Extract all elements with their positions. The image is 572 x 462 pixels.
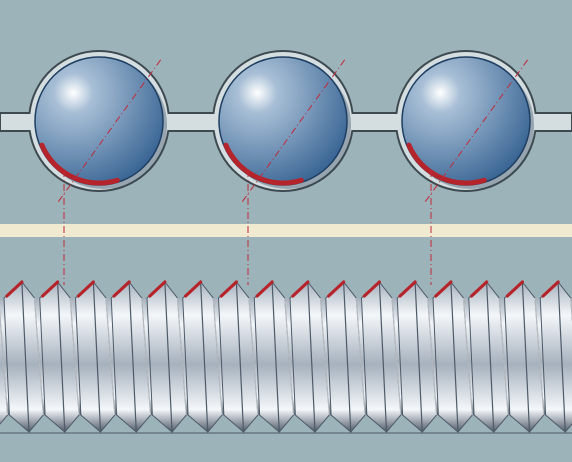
contact-arc [39, 142, 120, 186]
ball-contact-axis [424, 57, 530, 202]
thread-contact-mark [541, 280, 560, 298]
ball-contact-axis [57, 57, 163, 202]
thread-flight [39, 280, 80, 433]
thread-contact-mark [291, 280, 310, 298]
contact-arc [223, 142, 304, 186]
ball-group [34, 56, 534, 202]
thread-flight [110, 280, 152, 433]
thread-contact-mark [219, 280, 238, 298]
contact-arc [406, 142, 487, 186]
thread-flight [468, 280, 509, 433]
thread-contact-mark [184, 280, 203, 298]
thread-contact-mark [505, 280, 524, 298]
thread-flight [217, 280, 259, 433]
contact-axis-group [63, 170, 432, 285]
ball-contact-axis [241, 57, 347, 202]
separator-band [0, 224, 572, 237]
ball-2 [218, 56, 351, 202]
thread-contact-mark [148, 280, 167, 298]
thread-contact-mark [112, 280, 131, 298]
thread-flight [325, 280, 366, 433]
thread-flight [539, 280, 572, 433]
thread-flight [0, 309, 9, 425]
thread-flight [360, 280, 402, 433]
thread-flight [74, 280, 116, 433]
thread-flight [3, 280, 44, 433]
thread-contact-mark [76, 280, 95, 298]
thread-flight [146, 280, 187, 433]
thread-contact-mark [470, 280, 489, 298]
thread-contact-mark [398, 280, 417, 298]
ball-3 [401, 56, 534, 202]
thread-flight [396, 280, 438, 433]
ball-1 [34, 56, 167, 202]
thread-flight [182, 280, 223, 433]
thread-contact-mark [5, 280, 24, 298]
thread-flight [432, 280, 473, 433]
thread-flight [503, 280, 545, 433]
thread-contact-mark [362, 280, 381, 298]
thread-contact-mark [434, 280, 453, 298]
threaded-screw [0, 280, 572, 434]
thread-contact-mark [255, 280, 274, 298]
thread-flight [253, 280, 295, 433]
thread-contact-mark [41, 280, 60, 298]
thread-flight [289, 280, 330, 433]
thread-contact-mark [327, 280, 346, 298]
